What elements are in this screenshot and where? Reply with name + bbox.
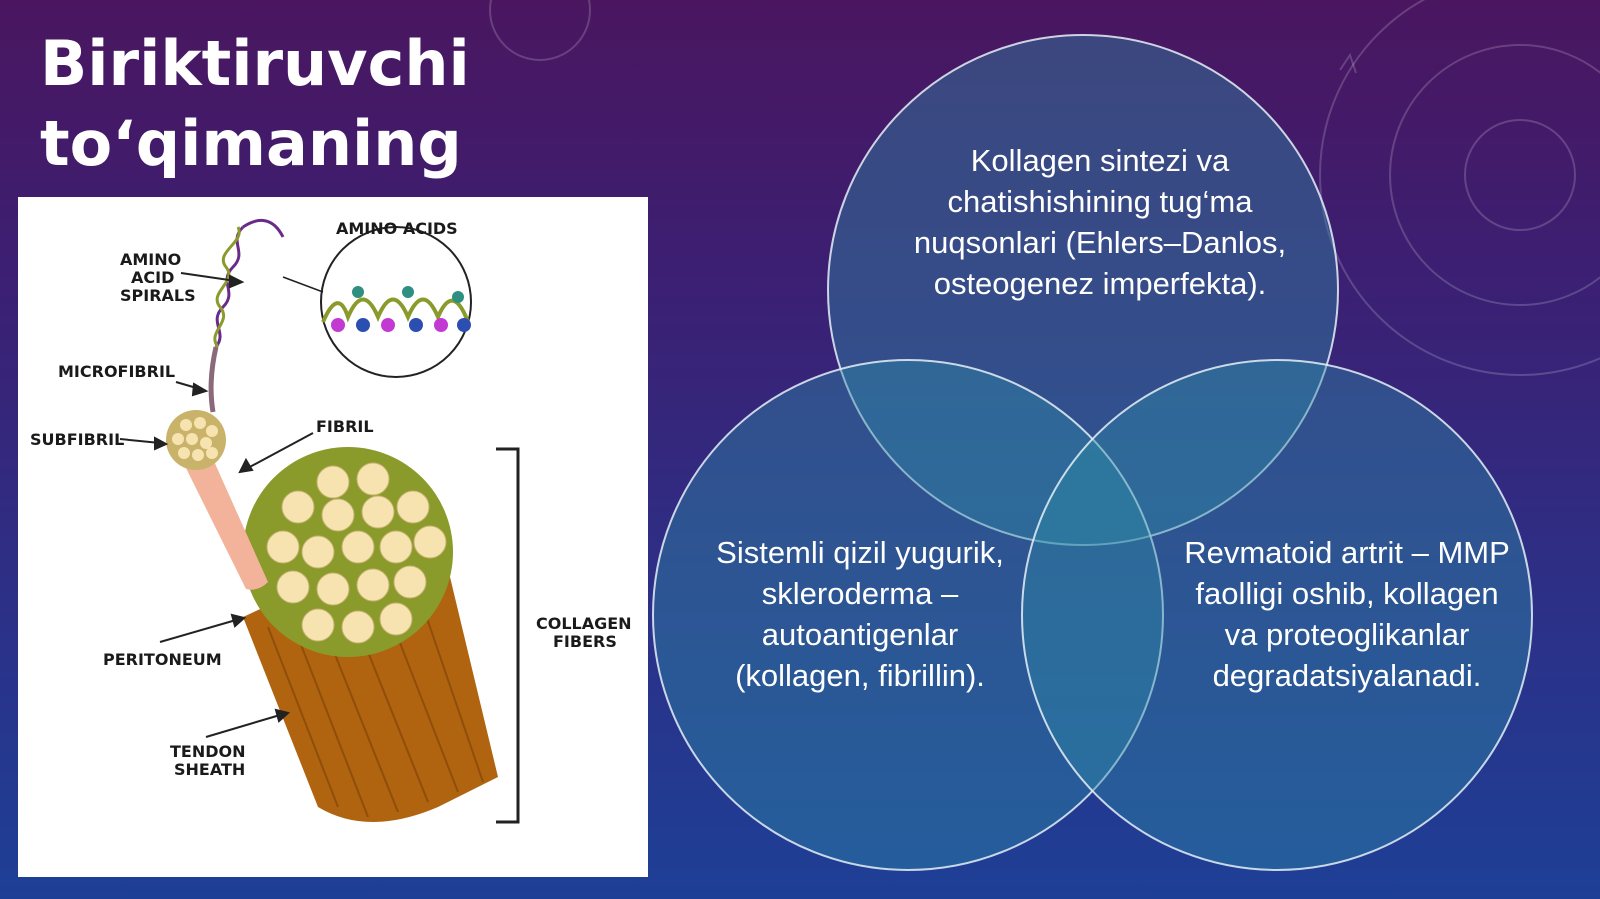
venn-circle-right [1021, 359, 1533, 871]
subfibril-bundle [166, 410, 226, 470]
label-arrows [119, 272, 314, 738]
venn-text-left: Sistemli qizil yugurik, skleroderma – au… [716, 535, 1004, 693]
microfibril [208, 346, 219, 413]
label-microfibril: MICROFIBRIL [58, 362, 175, 381]
venn-text-right: Revmatoid artrit – MMP faolligi oshib, k… [1184, 535, 1510, 693]
slide-title: Biriktiruvchi to‘qimaning [40, 27, 470, 180]
label-amino-line3: SPIRALS [120, 286, 196, 305]
venn-circle-top [827, 34, 1339, 546]
venn-circle-left [652, 359, 1164, 871]
collagen-fibers-bracket [496, 447, 520, 824]
label-tendon-line2: SHEATH [174, 760, 245, 779]
fiber-cross-section [243, 447, 453, 657]
label-subfibril: SUBFIBRIL [30, 430, 124, 449]
collagen-structure-figure: AMINO ACIDS AMINO ACID SPIRALS MICROFIBR… [18, 197, 648, 877]
label-amino-line1: AMINO [120, 250, 181, 269]
label-amino-line2: ACID [131, 268, 174, 287]
label-amino-acids: AMINO ACIDS [336, 219, 458, 238]
amino-acids-inset [282, 226, 472, 378]
label-collagen-line1: COLLAGEN [536, 614, 632, 633]
fibril-strand [178, 450, 268, 590]
venn-text-top: Kollagen sintezi va chatishishining tug‘… [913, 143, 1287, 301]
label-fibril: FIBRIL [316, 417, 374, 436]
label-tendon-line1: TENDON [170, 742, 246, 761]
label-collagen-line2: FIBERS [553, 632, 617, 651]
label-peritoneum: PERITONEUM [103, 650, 222, 669]
amino-acid-spirals [213, 218, 285, 348]
